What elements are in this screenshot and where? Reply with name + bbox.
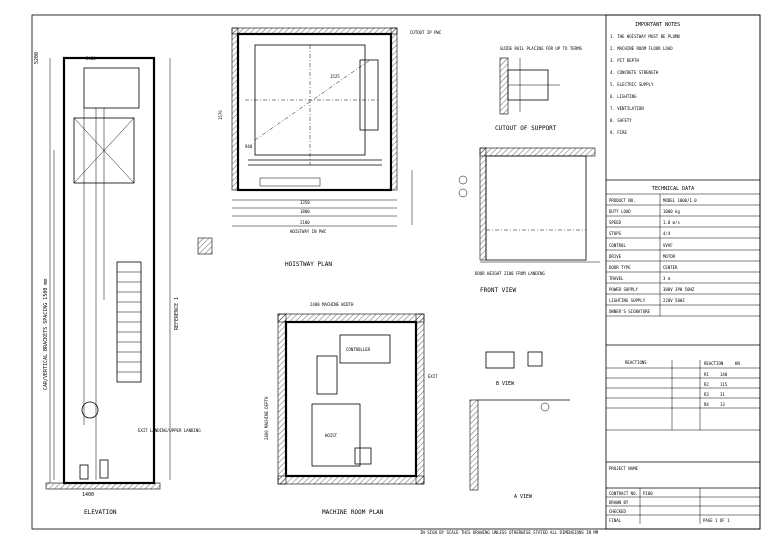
tech-key-10: OWNER'S SIGNATURE: [609, 309, 651, 314]
elevation-vertical-label-right: REFERENCE 1: [174, 297, 180, 330]
reaction-r2-val: 115: [720, 382, 728, 387]
note-line-5: 5. ELECTRIC SUPPLY: [610, 82, 654, 87]
drawn-label: DRAWN BY: [609, 500, 629, 505]
note-line-7: 7. VENTILATION: [610, 106, 644, 111]
tech-val-8: 380V 3PH 50HZ: [663, 287, 695, 292]
machine-room-view: CONTROLLER HOIST 2400 MACHINE WIDTH 2400…: [264, 302, 438, 516]
elevation-view: 5200 CAR/VERTICAL BRACKETS SPACING 1500 …: [34, 52, 201, 516]
note-line-1: 1. THE HOISTWAY MUST BE PLUMB: [610, 34, 680, 39]
hoistway-dim-1350: 1350: [300, 200, 310, 205]
reaction-r3-key: R3: [704, 392, 709, 397]
tech-key-2: SPEED: [609, 220, 622, 225]
tech-key-8: POWER SUPPLY: [609, 287, 638, 292]
reactions-col-1: KN: [735, 361, 740, 366]
machine-room-inner: [284, 320, 418, 478]
tech-val-7: 3 m: [663, 276, 671, 281]
machine-room-exit: EXIT: [428, 374, 438, 379]
hoistway-dim-1570: 1570: [218, 110, 223, 120]
checked-label: CHECKED: [609, 509, 626, 514]
note-line-2: 2. MACHINE ROOM FLOOR LOAD: [610, 46, 673, 51]
elevation-dim-2400: 2400: [86, 56, 96, 61]
machine-room-title: MACHINE ROOM PLAN: [322, 509, 384, 516]
reaction-r4-val: 13: [720, 402, 725, 407]
switch-box: [316, 355, 338, 395]
elevation-dim-bottom: 1400: [82, 492, 94, 498]
a-view: B VIEW A VIEW: [469, 351, 570, 500]
tech-val-2: 1.0 m/s: [663, 220, 680, 225]
hoistway-title: HOISTWAY PLAN: [285, 261, 332, 268]
tech-val-9: 220V 50HZ: [663, 298, 685, 303]
hoistway-cutout: CUTOUT IP PWC: [410, 30, 442, 35]
tech-key-4: CONTROL: [609, 243, 626, 248]
page-label: PAGE 1 OF 1: [703, 518, 730, 523]
tech-val-3: 4/4: [663, 231, 671, 236]
hoistway-plan-view: 1525 1350 1800 2100 1570 940 HOISTWAY IN…: [197, 27, 442, 268]
controller-label: CONTROLLER: [346, 347, 371, 352]
note-line-8: 8. SAFETY: [610, 118, 632, 123]
tech-val-4: VVVF: [663, 243, 673, 248]
tech-key-6: DOOR TYPE: [609, 265, 631, 270]
elevation-annot: EXIT LANDING/UPPER LANDING: [138, 428, 201, 433]
reaction-r2-key: R2: [704, 382, 709, 387]
footer-note: IN SIGN BY SCALE THIS DRAWING UNLESS OTH…: [420, 530, 599, 535]
reaction-r1-key: R1: [704, 372, 709, 377]
reaction-r3-val: 31: [720, 392, 725, 397]
tech-key-7: TRAVEL: [609, 276, 624, 281]
elevation-title: ELEVATION: [84, 509, 117, 516]
reaction-r1-val: 140: [720, 372, 728, 377]
a-view-title: A VIEW: [514, 494, 533, 500]
front-view-note: DOOR HEIGHT 2100 FROM LANDING: [475, 271, 545, 276]
machine-room-dim-left: 2400 MACHINE DEPTH: [264, 396, 269, 440]
elevation-vertical-label-left: CAR/VERTICAL BRACKETS SPACING 1500 mm: [43, 279, 49, 390]
project-name: PROJECT NAME: [609, 466, 638, 471]
tech-key-0: PRODUCT NO.: [609, 198, 636, 203]
front-view-title: FRONT VIEW: [480, 287, 517, 294]
note-line-6: 6. LIGHTING: [610, 94, 637, 99]
tech-key-3: STOPS: [609, 231, 622, 236]
tech-val-0: MODEL 1000/1.0: [663, 198, 697, 203]
cutout-support-view: GUIDE RAIL PLACING FOR UP TO TERMS CUTOU…: [495, 46, 582, 132]
controller-box: [339, 334, 391, 364]
tech-key-5: DRIVE: [609, 254, 622, 259]
tech-val-5: MOTOR: [663, 254, 676, 259]
hoist-box: [311, 403, 361, 467]
reactions-col-0: REACTION: [704, 361, 724, 366]
tech-key-9: LIGHTING SUPPLY: [609, 298, 646, 303]
front-opening: [485, 155, 587, 261]
tech-val-1: 1000 kg: [663, 209, 680, 214]
hoistway-dim-940: 940: [245, 144, 253, 149]
elevation-dim-top: 5200: [34, 52, 40, 64]
info-panel: IMPORTANT NOTES 1. THE HOISTWAY MUST BE …: [605, 14, 761, 530]
hoistway-dim-1800: 1800: [300, 209, 310, 214]
note-line-9: 9. FIRE: [610, 130, 627, 135]
contract-label: CONTRACT NO.: [609, 491, 638, 496]
tech-key-1: DUTY LOAD: [609, 209, 631, 214]
hoistway-dim-1525: 1525: [330, 74, 340, 79]
tech-val-6: CENTER: [663, 265, 678, 270]
hoistway-dim-2100: 2100: [300, 220, 310, 225]
b-view-title: B VIEW: [496, 381, 515, 387]
note-line-4: 4. CONCRETE STRENGTH: [610, 70, 659, 75]
tech-header: TECHNICAL DATA: [652, 186, 694, 192]
hoistway-inner: [236, 32, 393, 192]
machine-room-block: [83, 67, 140, 109]
final-label: FINAL: [609, 518, 622, 523]
front-view: DOOR HEIGHT 2100 FROM LANDING FRONT VIEW: [458, 147, 600, 294]
hoist-label: HOIST: [325, 433, 338, 438]
contract-value: P100: [643, 491, 653, 496]
hoistway-label: HOISTWAY IN PWC: [290, 229, 327, 234]
machine-room-dim-top: 2400 MACHINE WIDTH: [310, 302, 354, 307]
reaction-r4-key: R4: [704, 402, 709, 407]
support-note: GUIDE RAIL PLACING FOR UP TO TERMS: [500, 46, 582, 51]
reactions-header: REACTIONS: [625, 360, 647, 365]
notes-header: IMPORTANT NOTES: [635, 22, 680, 28]
support-title: CUTOUT OF SUPPORT: [495, 125, 557, 132]
note-line-3: 3. PIT DEPTH: [610, 58, 639, 63]
